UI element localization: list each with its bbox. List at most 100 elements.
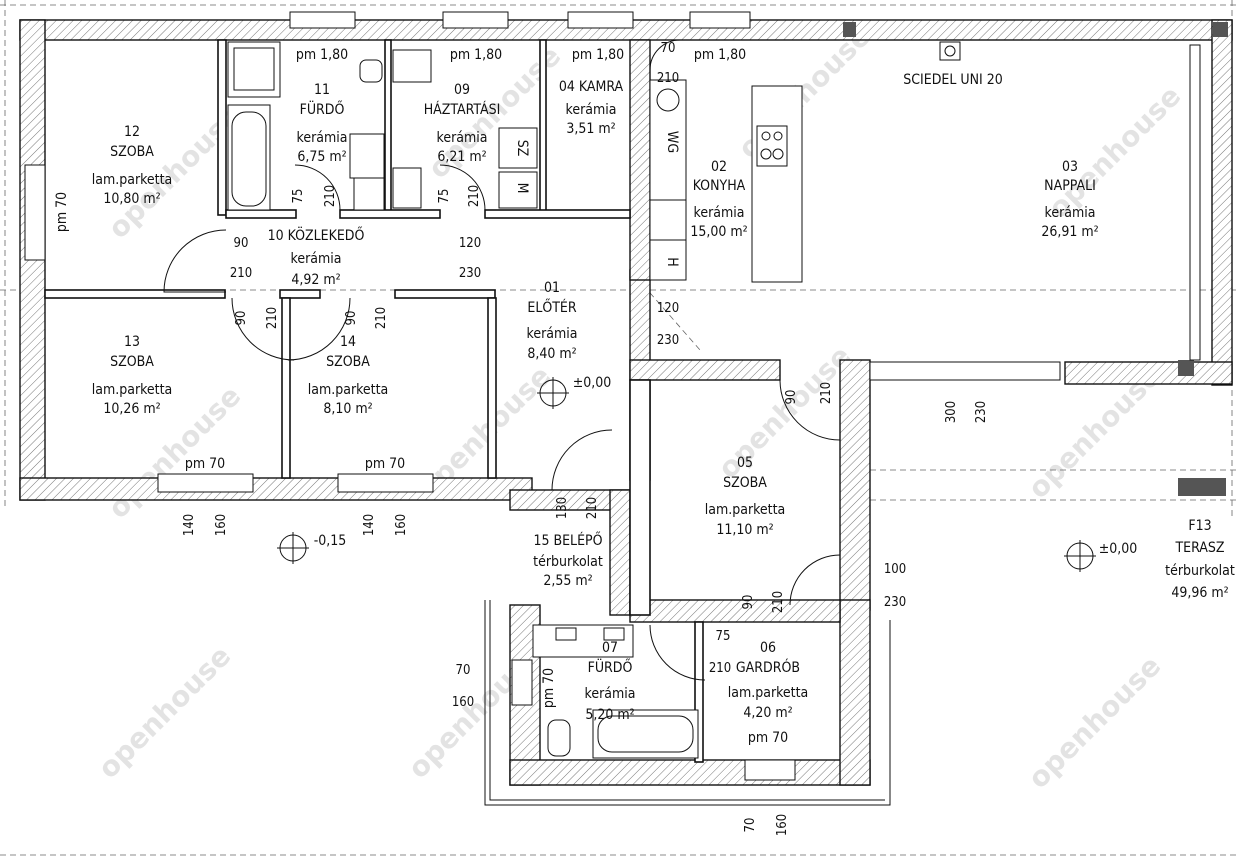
dim-label: 230	[884, 595, 906, 610]
level-label-1: ±0,00	[573, 375, 612, 391]
dim-label: 120	[657, 301, 679, 316]
watermark-11: openhouse	[1022, 649, 1168, 795]
room-03: 03 NAPPALI kerámia 26,91 m²	[1041, 159, 1098, 240]
dim-label: 140	[182, 514, 197, 536]
room-13-number: 13	[124, 334, 140, 350]
dim-label: 210	[585, 497, 600, 519]
room-06: 06 GARDRÓB lam.parketta 4,20 m²	[728, 640, 809, 721]
dim-label: 210	[374, 307, 389, 329]
level-label-3: -0,15	[314, 533, 347, 549]
dim-label: 160	[775, 814, 790, 836]
room-14-number: 14	[340, 334, 356, 350]
dim-label: 75	[437, 189, 452, 204]
room-06-name: GARDRÓB	[736, 658, 800, 676]
dim-label: 140	[362, 514, 377, 536]
room-12-area: 10,80 m²	[103, 191, 160, 207]
parapet-label-3: pm 1,80	[572, 47, 624, 63]
room-07-name: FÜRDŐ	[588, 658, 633, 676]
room-05-number: 05	[737, 455, 753, 471]
room-12: 12 SZOBA lam.parketta 10,80 m²	[92, 124, 173, 207]
room-10-area: 4,92 m²	[291, 272, 340, 288]
wg-label: WG	[664, 131, 680, 153]
dim-label: 130	[555, 497, 570, 519]
room-12-number: 12	[124, 124, 140, 140]
dim-label: 70	[661, 41, 676, 56]
room-11: 11 FÜRDŐ kerámia 6,75 m²	[297, 82, 348, 165]
parapet-label-7: pm 70	[748, 730, 788, 746]
dim-label: 300	[944, 401, 959, 423]
sz-label: SZ	[514, 140, 530, 157]
terrace-number: F13	[1188, 518, 1211, 534]
room-04: 04 KAMRA kerámia 3,51 m²	[559, 79, 624, 137]
parapet-label-5: pm 70	[185, 456, 225, 472]
dim-label: 210	[771, 591, 786, 613]
dim-label: 75	[291, 189, 306, 204]
room-02-number: 02	[711, 159, 727, 175]
level-label-2: ±0,00	[1099, 541, 1138, 557]
room-10-material: kerámia	[291, 251, 342, 267]
room-04-material: kerámia	[566, 102, 617, 118]
room-07-material: kerámia	[585, 686, 636, 702]
dim-label: 160	[452, 695, 474, 710]
room-14-name: SZOBA	[326, 354, 370, 370]
parapet-label-9: pm 70	[541, 668, 557, 708]
room-07-area: 5,20 m²	[585, 707, 634, 723]
room-11-material: kerámia	[297, 130, 348, 146]
room-09-number: 09	[454, 82, 470, 98]
room-12-material: lam.parketta	[92, 172, 173, 188]
dim-label: 160	[394, 514, 409, 536]
dim-label: 210	[467, 185, 482, 207]
room-05-area: 11,10 m²	[716, 522, 773, 538]
room-02-area: 15,00 m²	[690, 224, 747, 240]
room-07-number: 07	[602, 640, 618, 656]
room-15-area: 2,55 m²	[543, 573, 592, 589]
watermark-9: openhouse	[92, 639, 238, 785]
room-15-material: térburkolat	[533, 554, 603, 570]
interior-walls	[44, 22, 1228, 763]
room-09-material: kerámia	[437, 130, 488, 146]
room-11-area: 6,75 m²	[297, 149, 346, 165]
chimney-label: SCIEDEL UNI 20	[903, 72, 1003, 88]
dim-label: 75	[716, 629, 731, 644]
parapet-label-2: pm 1,80	[450, 47, 502, 63]
room-04-area: 3,51 m²	[566, 121, 615, 137]
dim-label: 210	[230, 266, 252, 281]
room-04-title: 04 KAMRA	[559, 79, 624, 95]
dim-label: 90	[234, 236, 249, 251]
room-03-number: 03	[1062, 159, 1078, 175]
room-03-area: 26,91 m²	[1041, 224, 1098, 240]
room-13-area: 10,26 m²	[103, 401, 160, 417]
room-09-name: HÁZTARTÁSI	[424, 101, 501, 118]
room-14: 14 SZOBA lam.parketta 8,10 m²	[308, 334, 389, 417]
dim-label: 120	[459, 236, 481, 251]
door-swings	[163, 39, 841, 681]
terrace-f13: F13 TERASZ térburkolat 49,96 m²	[1165, 518, 1235, 601]
dim-label: 90	[741, 595, 756, 610]
room-06-area: 4,20 m²	[743, 705, 792, 721]
room-13: 13 SZOBA lam.parketta 10,26 m²	[92, 334, 173, 417]
dim-label: 70	[743, 818, 758, 833]
dim-label: 90	[234, 311, 249, 326]
dim-label: 210	[265, 307, 280, 329]
household-fixtures	[392, 49, 538, 209]
dim-label: 230	[657, 333, 679, 348]
terrace-material: térburkolat	[1165, 563, 1235, 579]
room-02-name: KONYHA	[693, 178, 746, 194]
room-01: 01 ELŐTÉR kerámia 8,40 m²	[527, 280, 578, 362]
dim-label: 160	[214, 514, 229, 536]
dim-label: 210	[819, 382, 834, 404]
parapet-label-8: pm 70	[54, 192, 70, 232]
room-14-material: lam.parketta	[308, 382, 389, 398]
room-13-name: SZOBA	[110, 354, 154, 370]
level-markers	[277, 377, 1096, 572]
parapet-label-4: pm 1,80	[694, 47, 746, 63]
room-01-number: 01	[544, 280, 560, 296]
room-09: 09 HÁZTARTÁSI kerámia 6,21 m²	[424, 82, 501, 165]
dim-label: 90	[784, 390, 799, 405]
room-12-name: SZOBA	[110, 144, 154, 160]
terrace-name: TERASZ	[1174, 540, 1224, 556]
misc-labels: SCIEDEL UNI 20 pm 1,80 pm 1,80 pm 1,80 p…	[54, 47, 1137, 746]
room-01-area: 8,40 m²	[527, 346, 576, 362]
room-14-area: 8,10 m²	[323, 401, 372, 417]
